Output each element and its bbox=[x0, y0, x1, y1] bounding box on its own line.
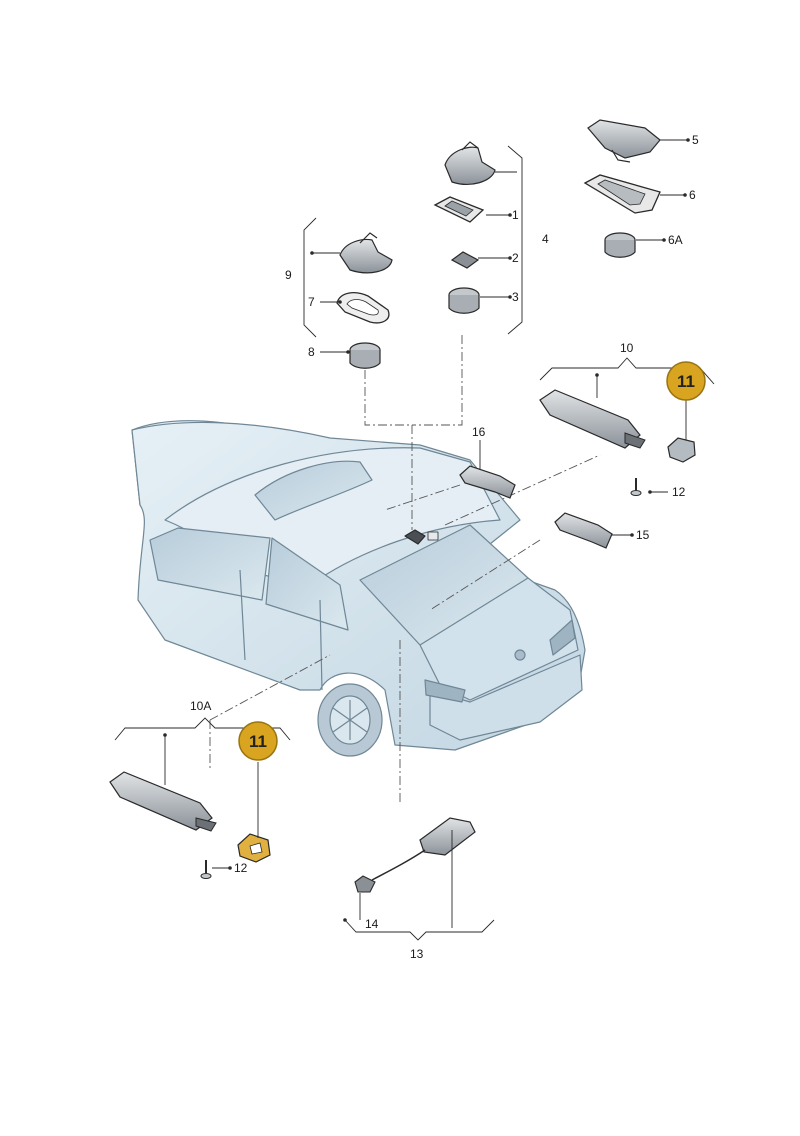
connector-14 bbox=[354, 875, 376, 893]
screw-12-bottom bbox=[200, 860, 212, 879]
car-side-window-front bbox=[149, 527, 271, 601]
label-6: 6 bbox=[689, 188, 696, 202]
bracket-15 bbox=[554, 512, 613, 549]
label-8: 8 bbox=[308, 345, 315, 359]
car-side-window-rear bbox=[265, 537, 349, 631]
label-3: 3 bbox=[512, 290, 519, 304]
label-10: 10 bbox=[620, 341, 634, 355]
badge-11-top-text: 11 bbox=[677, 372, 695, 391]
car-sunroof bbox=[254, 460, 373, 521]
label-1: 1 bbox=[512, 208, 519, 222]
leader-dots bbox=[163, 138, 690, 922]
label-6a: 6A bbox=[668, 233, 683, 247]
gasket-6 bbox=[583, 174, 661, 214]
label-12-top: 12 bbox=[672, 485, 686, 499]
car-rear-bumper bbox=[429, 654, 583, 741]
bracket-16 bbox=[459, 465, 516, 499]
label-16: 16 bbox=[472, 425, 486, 439]
label-13: 13 bbox=[410, 947, 424, 961]
label-12-bottom: 12 bbox=[234, 861, 248, 875]
clip-11-bottom bbox=[237, 833, 271, 863]
car-tail-light-right bbox=[549, 619, 576, 656]
control-unit-10 bbox=[539, 389, 646, 449]
label-14: 14 bbox=[365, 917, 379, 931]
label-4: 4 bbox=[542, 232, 549, 246]
car-door-line bbox=[239, 569, 323, 691]
screw-12-top bbox=[630, 478, 642, 496]
nut-6a bbox=[604, 232, 636, 258]
control-unit-10a bbox=[109, 771, 217, 832]
car-wheel-spokes bbox=[332, 700, 368, 740]
car-logo bbox=[514, 649, 526, 661]
module-13 bbox=[371, 817, 476, 881]
badge-11-bottom-text: 11 bbox=[249, 732, 267, 751]
badge-11-top: 11 bbox=[666, 361, 706, 401]
leader-lines bbox=[209, 335, 601, 805]
antenna-cover-5 bbox=[587, 119, 661, 163]
label-15: 15 bbox=[636, 528, 650, 542]
clip-11-top bbox=[667, 437, 696, 463]
badge-11-bottom: 11 bbox=[238, 721, 278, 761]
pad-2 bbox=[450, 251, 480, 269]
label-9: 9 bbox=[285, 268, 292, 282]
label-5: 5 bbox=[692, 133, 699, 147]
antenna-fin-upper bbox=[444, 141, 496, 185]
label-7: 7 bbox=[308, 295, 315, 309]
gasket-7 bbox=[336, 292, 390, 324]
antenna-fin-left bbox=[339, 232, 393, 274]
nut-3 bbox=[448, 287, 480, 314]
car-roof-antenna bbox=[404, 529, 426, 545]
car-illustration bbox=[131, 420, 586, 757]
car-tail-light-left bbox=[424, 679, 466, 703]
label-10a: 10A bbox=[190, 699, 211, 713]
nut-8 bbox=[349, 342, 381, 369]
label-2: 2 bbox=[512, 251, 519, 265]
gasket-1 bbox=[433, 196, 485, 223]
car-roof-pad bbox=[427, 531, 439, 541]
